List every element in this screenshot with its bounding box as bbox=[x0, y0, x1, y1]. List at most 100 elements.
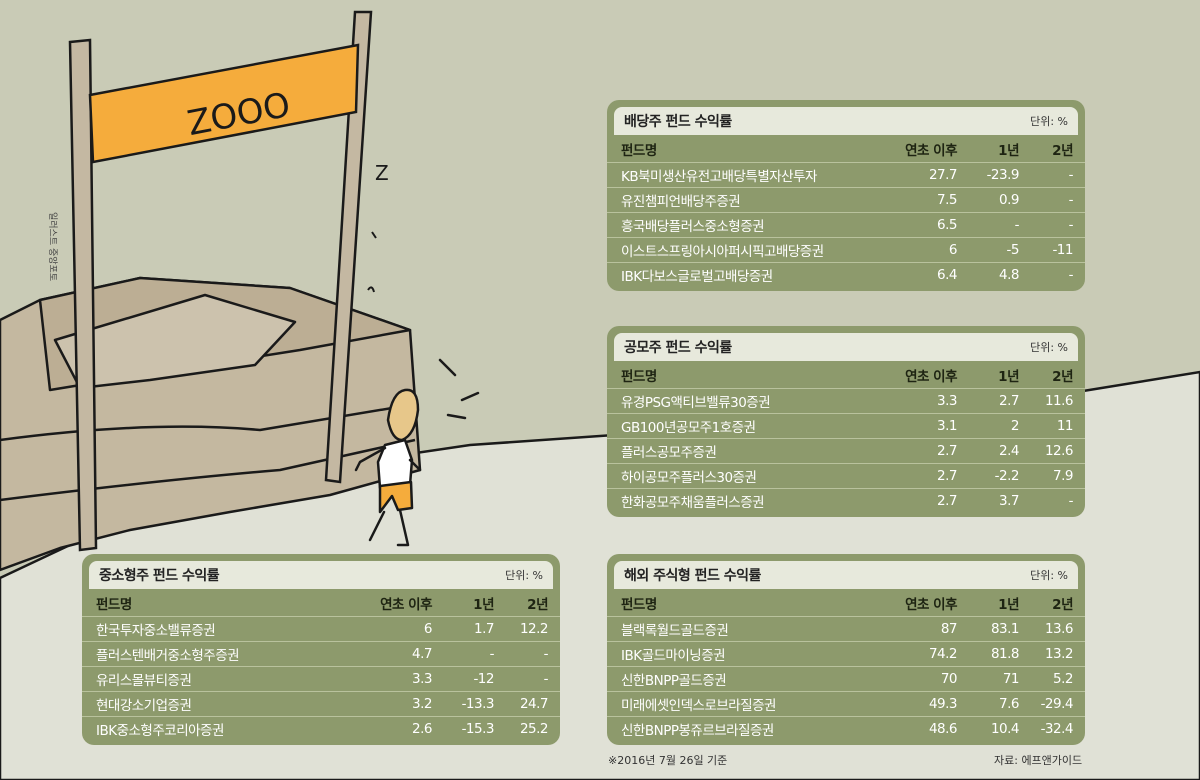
fund-name-cell: 블랙록월드골드증권 bbox=[621, 623, 729, 639]
fund-name-cell: 유경PSG액티브밸류30증권 bbox=[621, 395, 771, 411]
return-value-cell: 4.7 bbox=[412, 646, 432, 662]
table-title: 해외 주식형 펀드 수익률 bbox=[624, 568, 761, 584]
column-ytd: 연초 이후 bbox=[905, 596, 957, 613]
table-row: 한화공모주채움플러스증권 2.7 3.7 - bbox=[607, 488, 1085, 513]
column-fund-name: 펀드명 bbox=[621, 368, 657, 385]
table-row: 하이공모주플러스30증권 2.7 -2.2 7.9 bbox=[607, 463, 1085, 488]
fund-name-cell: 미래에셋인덱스로브라질증권 bbox=[621, 698, 776, 714]
return-value-cell: 71 bbox=[1002, 671, 1020, 687]
return-value-cell: -2.2 bbox=[994, 468, 1020, 484]
return-value-cell: 1.7 bbox=[474, 621, 494, 637]
column-1y: 1년 bbox=[998, 142, 1019, 159]
panel-bottom-padding bbox=[607, 287, 1085, 291]
table-title: 공모주 펀드 수익률 bbox=[624, 340, 732, 356]
return-value-cell: 83.1 bbox=[990, 621, 1020, 637]
return-value-cell: -32.4 bbox=[1040, 721, 1074, 737]
return-value-cell: - bbox=[543, 671, 549, 687]
table-header-bar: 해외 주식형 펀드 수익률 단위: % bbox=[614, 561, 1078, 589]
column-1y: 1년 bbox=[473, 596, 494, 613]
return-value-cell: -5 bbox=[1006, 242, 1020, 258]
return-value-cell: 27.7 bbox=[928, 167, 958, 183]
fund-name-cell: 신한BNPP봉쥬르브라질증권 bbox=[621, 723, 774, 739]
return-value-cell: 4.8 bbox=[999, 267, 1019, 283]
fund-name-cell: IBK중소형주코리아증권 bbox=[96, 723, 224, 739]
table-row: 신한BNPP봉쥬르브라질증권 48.6 10.4 -32.4 bbox=[607, 716, 1085, 741]
unit-label: 단위: % bbox=[1030, 569, 1068, 582]
zoo-gate bbox=[68, 10, 373, 552]
fund-name-cell: 흥국배당플러스중소형증권 bbox=[621, 219, 765, 235]
fund-name-cell: 한국투자중소밸류증권 bbox=[96, 623, 216, 639]
character bbox=[354, 358, 480, 547]
return-value-cell: 2.7 bbox=[937, 493, 957, 509]
return-value-cell: - bbox=[1068, 167, 1074, 183]
return-value-cell: 13.6 bbox=[1044, 621, 1074, 637]
column-ytd: 연초 이후 bbox=[905, 368, 957, 385]
return-value-cell: 2.7 bbox=[937, 443, 957, 459]
return-value-cell: 13.2 bbox=[1044, 646, 1074, 662]
unit-label: 단위: % bbox=[1030, 341, 1068, 354]
return-value-cell: 3.3 bbox=[937, 393, 957, 409]
return-value-cell: 81.8 bbox=[990, 646, 1020, 662]
return-value-cell: 2.4 bbox=[999, 443, 1019, 459]
return-value-cell: 12.6 bbox=[1044, 443, 1074, 459]
return-value-cell: 7.5 bbox=[937, 192, 957, 208]
column-fund-name: 펀드명 bbox=[621, 142, 657, 159]
return-value-cell: 3.1 bbox=[937, 418, 957, 434]
panel-bottom-padding bbox=[82, 741, 560, 745]
sleep-dots bbox=[367, 231, 377, 293]
unit-label: 단위: % bbox=[1030, 115, 1068, 128]
return-value-cell: 7.9 bbox=[1053, 468, 1073, 484]
fund-name-cell: IBK다보스글로벌고배당증권 bbox=[621, 269, 773, 285]
return-value-cell: - bbox=[1068, 493, 1074, 509]
column-1y: 1년 bbox=[998, 368, 1019, 385]
return-value-cell: -29.4 bbox=[1040, 696, 1074, 712]
return-value-cell: 7.6 bbox=[999, 696, 1019, 712]
fund-name-cell: 하이공모주플러스30증권 bbox=[621, 470, 757, 486]
return-value-cell: 74.2 bbox=[928, 646, 958, 662]
fund-name-cell: 한화공모주채움플러스증권 bbox=[621, 495, 765, 511]
return-value-cell: - bbox=[1014, 217, 1020, 233]
fund-name-cell: KB북미생산유전고배당특별자산투자 bbox=[621, 169, 817, 185]
fund-name-cell: 신한BNPP골드증권 bbox=[621, 673, 727, 689]
return-value-cell: - bbox=[543, 646, 549, 662]
return-value-cell: -23.9 bbox=[986, 167, 1020, 183]
return-value-cell: 3.7 bbox=[999, 493, 1019, 509]
return-value-cell: 2.6 bbox=[412, 721, 432, 737]
sleep-mark: Z bbox=[375, 161, 389, 185]
panel-bottom-padding bbox=[607, 741, 1085, 745]
zoo-sign bbox=[88, 43, 360, 164]
return-value-cell: 0.9 bbox=[999, 192, 1019, 208]
return-value-cell: 2.7 bbox=[937, 468, 957, 484]
return-value-cell: 5.2 bbox=[1053, 671, 1073, 687]
table-row: KB북미생산유전고배당특별자산투자 27.7 -23.9 - bbox=[607, 162, 1085, 187]
column-2y: 2년 bbox=[527, 596, 548, 613]
return-value-cell: - bbox=[1068, 217, 1074, 233]
return-value-cell: 12.2 bbox=[519, 621, 549, 637]
photo-credit: 일러스트 중앙포토 bbox=[47, 212, 57, 282]
panel-bottom-padding bbox=[607, 513, 1085, 517]
return-value-cell: 48.6 bbox=[928, 721, 958, 737]
return-value-cell: -11 bbox=[1052, 242, 1073, 258]
return-value-cell: -13.3 bbox=[461, 696, 495, 712]
return-value-cell: 10.4 bbox=[990, 721, 1020, 737]
return-value-cell: 25.2 bbox=[519, 721, 549, 737]
return-value-cell: - bbox=[1068, 267, 1074, 283]
return-value-cell: 6.5 bbox=[937, 217, 957, 233]
return-value-cell: 6 bbox=[423, 621, 433, 637]
return-value-cell: 3.2 bbox=[412, 696, 432, 712]
return-value-cell: 24.7 bbox=[519, 696, 549, 712]
